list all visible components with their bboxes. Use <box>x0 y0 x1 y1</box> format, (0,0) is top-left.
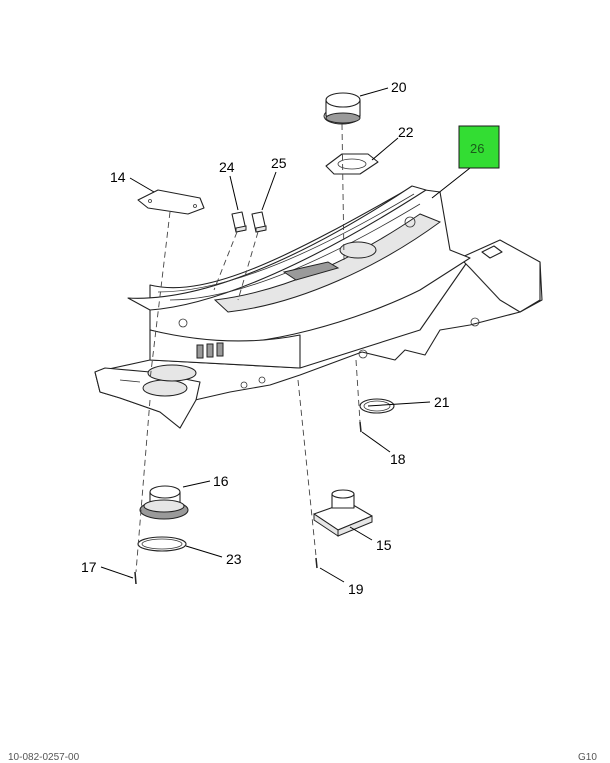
callout-14: 14 <box>110 169 126 185</box>
callout-24: 24 <box>219 159 235 175</box>
callout-19: 19 <box>348 581 364 597</box>
callout-23: 23 <box>226 551 242 567</box>
callout-15: 15 <box>376 537 392 553</box>
leader-lines <box>100 87 471 583</box>
callout-16: 16 <box>213 473 229 489</box>
screw-19 <box>315 557 318 569</box>
callout-20: 20 <box>391 79 407 95</box>
assembly-lines <box>135 123 361 573</box>
callout-17: 17 <box>81 559 97 575</box>
highlight-box-26[interactable] <box>458 125 500 169</box>
callout-18: 18 <box>390 451 406 467</box>
screw-18 <box>359 421 362 433</box>
speaker-16 <box>139 485 189 520</box>
module-15 <box>313 489 373 537</box>
callout-22: 22 <box>398 124 414 140</box>
page-code: G10 <box>578 752 597 763</box>
gasket-14 <box>137 189 205 215</box>
document-number: 10-082-0257-00 <box>8 752 80 763</box>
overhead-console-housing <box>94 185 543 429</box>
callout-21: 21 <box>434 394 450 410</box>
callout-26: 26 <box>470 141 484 156</box>
clip-25 <box>251 211 267 233</box>
speaker-20 <box>323 92 361 125</box>
screw-17 <box>134 571 137 585</box>
gasket-22 <box>325 153 379 175</box>
clip-24 <box>231 211 247 233</box>
callout-25: 25 <box>271 155 287 171</box>
